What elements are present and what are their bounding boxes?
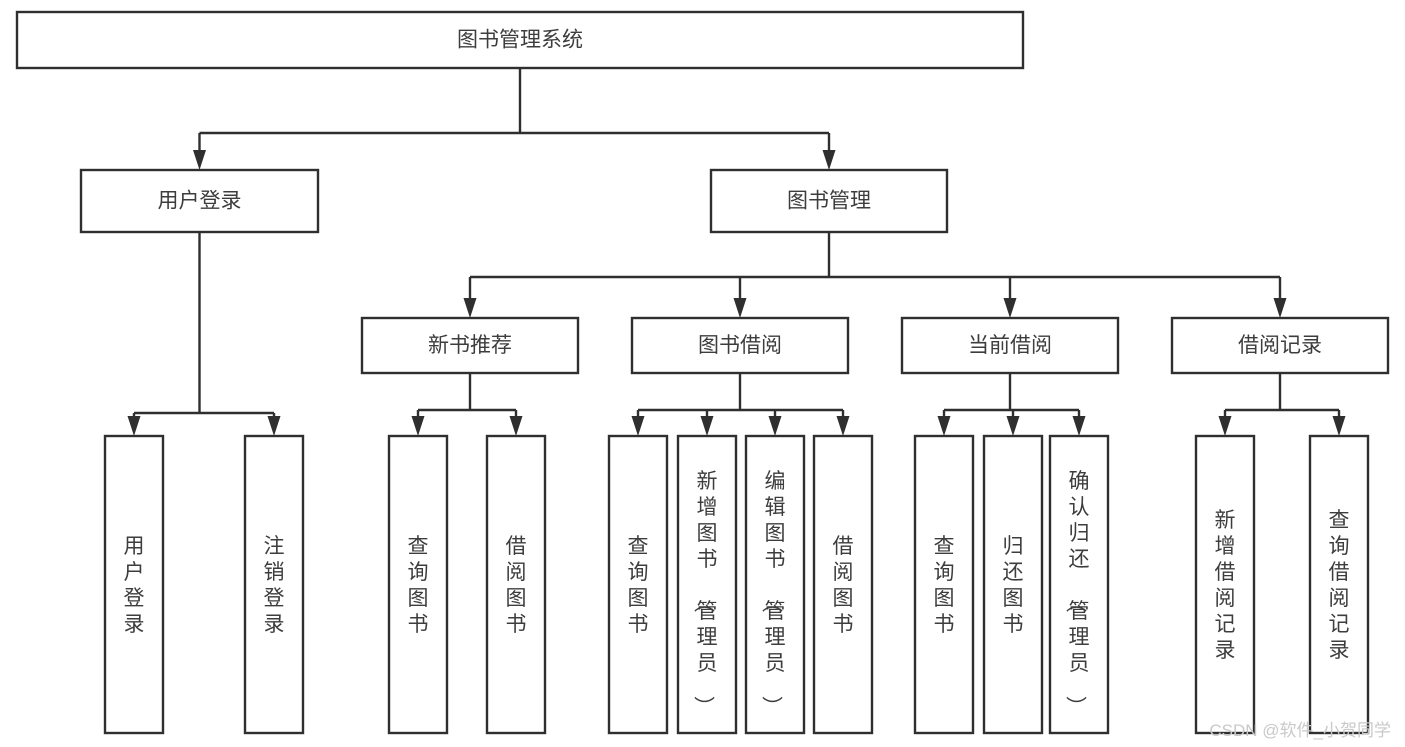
node-label: 借阅图书: [833, 535, 854, 636]
node-label: 图书管理系统: [457, 29, 583, 52]
node-label: 注销登录: [264, 535, 285, 636]
node-box[interactable]: [900, 316, 1120, 375]
node-box[interactable]: [360, 316, 580, 375]
node-box[interactable]: [744, 434, 806, 735]
node-box[interactable]: [15, 10, 1025, 70]
arrow-head-icon: [127, 416, 141, 436]
node-leaf-query-record[interactable]: 查询借阅记录: [1308, 434, 1370, 735]
node-layer: 图书管理系统用户登录图书管理新书推荐图书借阅当前借阅借阅记录用户登录注销登录查询…: [15, 10, 1390, 735]
node-book-borrow[interactable]: 图书借阅: [630, 316, 850, 375]
node-box[interactable]: [387, 434, 449, 735]
node-box[interactable]: [982, 434, 1044, 735]
node-box[interactable]: [243, 434, 305, 735]
node-box[interactable]: [1308, 434, 1370, 735]
node-box[interactable]: [709, 168, 949, 234]
node-label: 用户登录: [124, 535, 145, 636]
arrow-head-icon: [937, 416, 951, 436]
node-label: 借阅图书: [506, 535, 527, 636]
node-label: 借阅记录: [1238, 334, 1322, 357]
node-leaf-query-book-rec[interactable]: 查询图书: [387, 434, 449, 735]
node-leaf-logout[interactable]: 注销登录: [243, 434, 305, 735]
node-root[interactable]: 图书管理系统: [15, 10, 1025, 70]
node-leaf-borrow-book-rec[interactable]: 借阅图书: [485, 434, 547, 735]
node-label: 用户登录: [158, 190, 242, 213]
node-leaf-query-book-cur[interactable]: 查询图书: [913, 434, 975, 735]
node-leaf-borrow-book[interactable]: 借阅图书: [812, 434, 874, 735]
watermark-label: CSDN @软件_小贺同学: [1209, 721, 1391, 740]
node-label: 图书管理: [787, 190, 871, 213]
arrow-head-icon: [836, 416, 850, 436]
arrow-head-icon: [411, 416, 425, 436]
arrow-head-icon: [1218, 416, 1232, 436]
node-leaf-edit-book[interactable]: 编辑图书（管理员）: [744, 434, 806, 735]
node-box[interactable]: [79, 168, 320, 234]
node-new-book-rec[interactable]: 新书推荐: [360, 316, 580, 375]
node-current-borrow[interactable]: 当前借阅: [900, 316, 1120, 375]
arrow-head-icon: [1003, 298, 1017, 318]
node-user-login[interactable]: 用户登录: [79, 168, 320, 234]
node-box[interactable]: [812, 434, 874, 735]
node-book-manage[interactable]: 图书管理: [709, 168, 949, 234]
node-leaf-add-record[interactable]: 新增借阅记录: [1194, 434, 1256, 735]
arrow-head-icon: [700, 416, 714, 436]
arrow-head-icon: [267, 416, 281, 436]
arrow-head-icon: [822, 150, 836, 170]
node-borrow-record[interactable]: 借阅记录: [1170, 316, 1390, 375]
node-label: 图书借阅: [698, 334, 782, 357]
node-leaf-user-login[interactable]: 用户登录: [103, 434, 165, 735]
arrow-head-icon: [193, 150, 206, 170]
node-label: 新增借阅记录: [1215, 509, 1236, 662]
node-label: 查询借阅记录: [1329, 509, 1350, 662]
node-box[interactable]: [103, 434, 165, 735]
node-leaf-return-book[interactable]: 归还图书: [982, 434, 1044, 735]
arrow-head-icon: [1072, 416, 1086, 436]
node-label: 查询图书: [628, 535, 649, 636]
node-box[interactable]: [1170, 316, 1390, 375]
arrow-head-icon: [509, 416, 523, 436]
node-box[interactable]: [485, 434, 547, 735]
arrow-head-icon: [1006, 416, 1020, 436]
arrow-head-icon: [631, 416, 645, 436]
node-box[interactable]: [676, 434, 738, 735]
node-leaf-add-book[interactable]: 新增图书（管理员）: [676, 434, 738, 735]
arrow-head-icon: [1332, 416, 1346, 436]
node-label: 编辑图书（管理员）: [760, 470, 786, 717]
node-box[interactable]: [607, 434, 669, 735]
node-leaf-query-book[interactable]: 查询图书: [607, 434, 669, 735]
node-label: 确认归还（管理员）: [1064, 470, 1090, 717]
node-label: 当前借阅: [968, 334, 1052, 357]
arrow-head-icon: [733, 298, 747, 318]
arrow-head-icon: [463, 298, 477, 318]
node-label: 新增图书（管理员）: [692, 470, 718, 717]
connector-layer: [127, 68, 1346, 436]
node-box[interactable]: [1194, 434, 1256, 735]
node-label: 归还图书: [1003, 535, 1024, 636]
node-leaf-confirm-return[interactable]: 确认归还（管理员）: [1048, 434, 1110, 735]
node-label: 查询图书: [408, 535, 429, 636]
node-box[interactable]: [1048, 434, 1110, 735]
node-box[interactable]: [630, 316, 850, 375]
node-label: 新书推荐: [428, 334, 512, 357]
node-box[interactable]: [913, 434, 975, 735]
arrow-head-icon: [768, 416, 782, 436]
node-label: 查询图书: [934, 535, 955, 636]
arrow-head-icon: [1273, 298, 1287, 318]
